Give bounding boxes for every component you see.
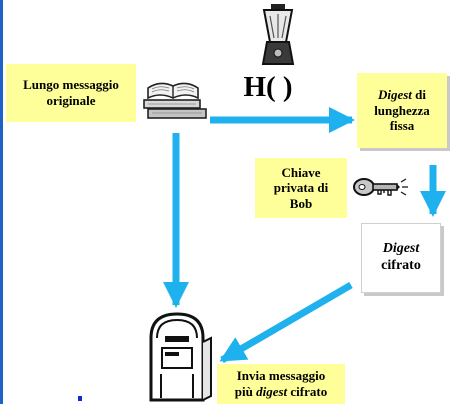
digest-note: Digest di lunghezza fissa (357, 73, 447, 148)
message-label-line2: originale (46, 93, 96, 108)
send-digest-word: digest (256, 384, 288, 399)
send-prefix: più (234, 384, 257, 399)
encrypted-digest-line2: cifrato (381, 258, 421, 273)
send-line1: Invia messaggio (236, 368, 326, 384)
original-message-note: Lungo messaggio originale (6, 64, 136, 122)
encrypted-digest-note: Digest cifrato (361, 223, 441, 293)
books-icon (143, 82, 207, 119)
message-label-line1: Lungo messaggio (23, 77, 119, 93)
hash-function-text: H( ) (243, 70, 293, 103)
send-note: Invia messaggio più digest cifrato (217, 364, 345, 404)
encrypted-digest-line1: Digest (383, 241, 420, 258)
key-label-line1: Chiave (281, 164, 321, 180)
key-icon (353, 178, 408, 196)
digest-line2: lunghezza (374, 102, 430, 118)
digest-word-suffix: di (411, 87, 427, 103)
key-label-line2: privata di (273, 180, 329, 196)
blender-icon (261, 4, 295, 65)
blue-marker (78, 396, 82, 401)
digest-word: Digest (377, 87, 412, 103)
key-label-line3: Bob (289, 195, 313, 211)
private-key-note: Chiave privata di Bob (255, 158, 347, 218)
encrypted-digest-word: Digest (382, 241, 420, 257)
send-suffix: cifrato (287, 384, 328, 399)
hash-function-label: H( ) (232, 64, 304, 110)
arrow-encrypted-to-mailbox (219, 281, 353, 364)
digest-line1: Digest di (378, 87, 426, 103)
left-edge-rule (0, 0, 3, 404)
digest-line3: fissa (389, 118, 415, 134)
send-line2: più digest cifrato (235, 384, 327, 400)
mailbox-icon (149, 312, 212, 402)
